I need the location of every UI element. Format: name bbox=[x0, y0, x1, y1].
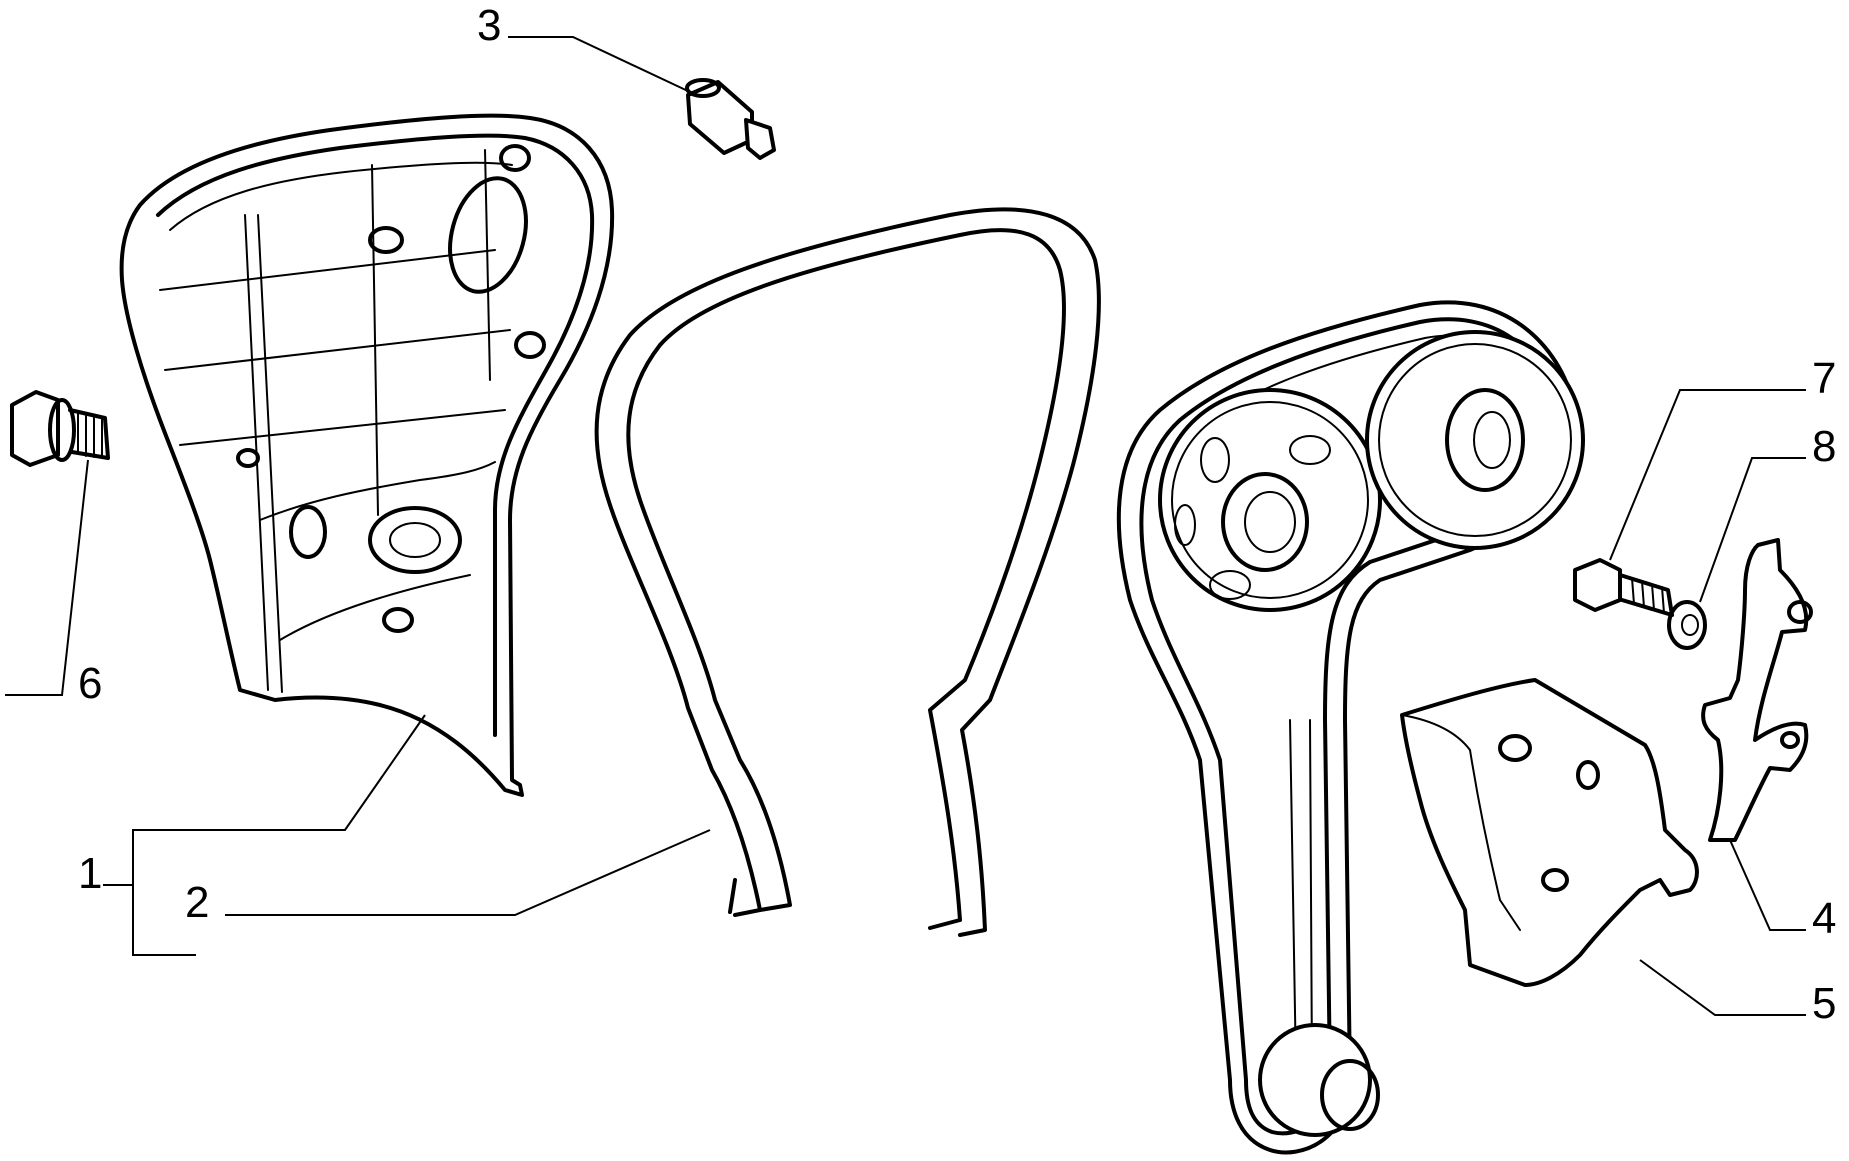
washer bbox=[1667, 600, 1707, 650]
callout-1: 1 bbox=[78, 849, 102, 898]
callout-2: 2 bbox=[185, 878, 209, 927]
rear-timing-cover bbox=[119, 113, 615, 797]
front-lower-cover bbox=[1400, 678, 1699, 987]
bolt bbox=[1573, 558, 1674, 617]
bracket bbox=[1701, 538, 1813, 842]
callout-7: 7 bbox=[1812, 354, 1836, 403]
bolt-with-washer bbox=[10, 390, 110, 467]
callout-5: 5 bbox=[1812, 979, 1836, 1028]
stud bbox=[685, 78, 776, 160]
leader-lines bbox=[5, 36, 1806, 1016]
callout-3: 3 bbox=[477, 1, 501, 50]
callout-6: 6 bbox=[78, 659, 102, 708]
callout-labels: 1 2 3 4 5 6 7 8 bbox=[78, 1, 1836, 1028]
callout-4: 4 bbox=[1812, 894, 1836, 943]
callout-8: 8 bbox=[1812, 422, 1836, 471]
timing-belt-assembly bbox=[1116, 300, 1585, 1155]
cover-seal bbox=[594, 207, 1101, 937]
